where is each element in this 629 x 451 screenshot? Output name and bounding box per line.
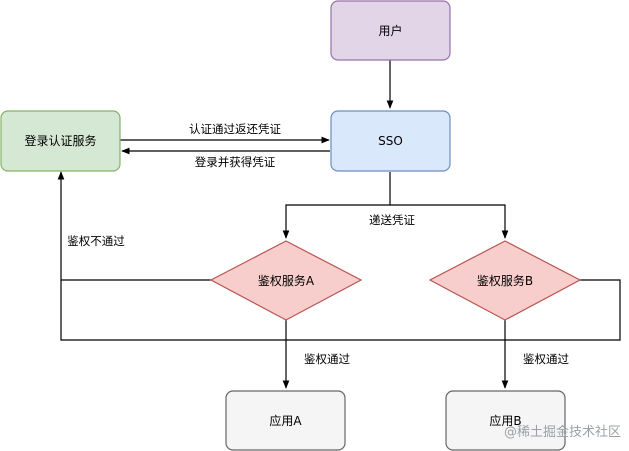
node-auth-b: 鉴权服务B bbox=[428, 240, 582, 321]
edge-label-pass-b: 鉴权通过 bbox=[523, 352, 569, 366]
edge-sso-to-auth-b bbox=[390, 204, 509, 239]
node-user-label: 用户 bbox=[378, 23, 402, 38]
node-sso: SSO bbox=[330, 110, 451, 172]
node-user: 用户 bbox=[330, 0, 451, 61]
node-app-a: 应用A bbox=[225, 390, 346, 451]
node-auth-a-label: 鉴权服务A bbox=[258, 273, 315, 288]
edge-label-login-to-sso: 登录并获得凭证 bbox=[195, 155, 276, 169]
node-app-b-label: 应用B bbox=[489, 413, 521, 428]
watermark: @稀土掘金技术社区 bbox=[504, 424, 621, 440]
edge-label-deliver-credential: 递送凭证 bbox=[369, 213, 415, 227]
node-app-a-label: 应用A bbox=[269, 413, 302, 428]
node-app-b: 应用B bbox=[445, 390, 566, 451]
edge-auth-a-fail-to-login bbox=[57, 171, 212, 281]
edge-sso-to-auth-a bbox=[282, 172, 391, 239]
edge-auth-b-fail-to-login bbox=[60, 279, 621, 341]
node-auth-b-label: 鉴权服务B bbox=[477, 273, 533, 288]
node-sso-label: SSO bbox=[378, 134, 403, 148]
node-auth-a: 鉴权服务A bbox=[209, 240, 363, 321]
node-login-service-label: 登录认证服务 bbox=[24, 133, 96, 148]
edge-label-pass-a: 鉴权通过 bbox=[304, 352, 350, 366]
node-login-service: 登录认证服务 bbox=[0, 110, 121, 172]
edge-label-auth-fail: 鉴权不通过 bbox=[67, 234, 125, 248]
edge-label-sso-to-login: 认证通过返还凭证 bbox=[189, 122, 281, 136]
